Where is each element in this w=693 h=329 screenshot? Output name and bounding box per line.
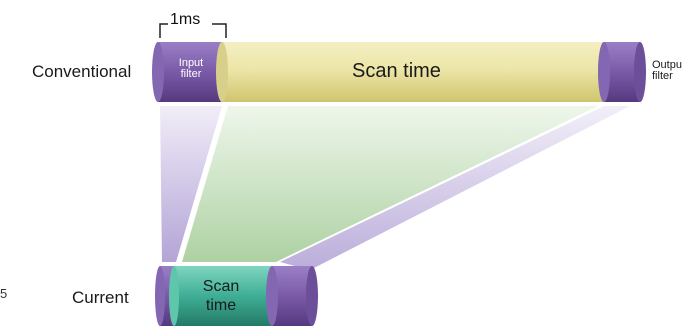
current-scan-time [169, 266, 274, 326]
input-filter-line2: filter [180, 68, 202, 80]
current-label: Current [72, 288, 129, 307]
current-scan-time-line2: time [205, 297, 237, 314]
one-ms-label: 1ms [170, 11, 201, 28]
current-scan-time-label: Scan time [188, 277, 254, 315]
output-filter-projection [280, 106, 630, 270]
input-filter-projection [160, 106, 222, 262]
output-filter-line2: filter [652, 70, 673, 82]
conventional-output-filter [598, 42, 646, 102]
input-filter-line1: Input [178, 57, 204, 69]
input-filter-label: Input filter [164, 58, 218, 80]
scan-time-label: Scan time [352, 60, 441, 82]
conventional-label: Conventional [32, 62, 132, 81]
output-filter-line1: Outpu [652, 59, 682, 71]
current-output-filter [266, 266, 318, 326]
output-filter-label: Outpu filter [652, 60, 682, 82]
conventional-input-filter [152, 42, 226, 102]
scan-time-projection [182, 106, 598, 262]
one-ms-bracket [159, 23, 227, 38]
current-scan-time-line1: Scan [202, 278, 240, 295]
footnote-number: 5 [0, 286, 8, 301]
